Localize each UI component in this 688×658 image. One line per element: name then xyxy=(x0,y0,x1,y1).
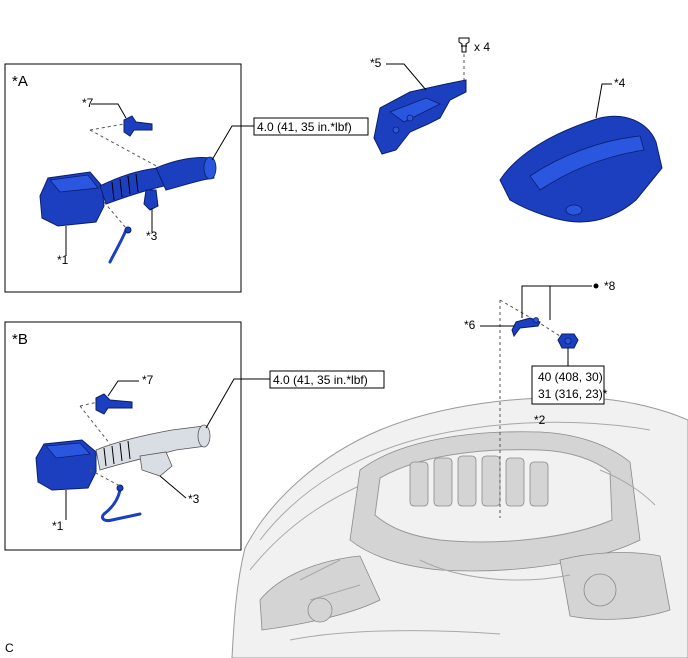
breather-hose-b xyxy=(100,488,142,522)
panel-a-label-3: *3 xyxy=(146,229,158,243)
panel-a: *A *7 *1 *3 4.0 (41, 35 in.*lb xyxy=(4,63,369,293)
label-part5: *5 xyxy=(370,56,382,70)
resonator-b xyxy=(139,451,173,477)
label-part2: *2 xyxy=(534,413,546,427)
cover-part4: *4 xyxy=(499,76,663,223)
panel-a-torque: 4.0 (41, 35 in.*lbf) xyxy=(257,120,352,134)
panel-b-label-7: *7 xyxy=(142,373,154,387)
engine-bay-illustration xyxy=(231,396,688,658)
bellows-ridges-b xyxy=(103,440,131,467)
breather-hose-a xyxy=(108,228,128,264)
panel-b: *B *7 *1 *3 4.0 (41, 35 in.*lbf) xyxy=(4,321,385,551)
nut-icon xyxy=(557,333,579,349)
label-part8: *8 xyxy=(604,279,616,293)
panel-a-label-7: *7 xyxy=(82,96,94,110)
part6-bracket xyxy=(511,317,541,338)
mark-dot-icon xyxy=(593,283,599,289)
panel-b-label-3: *3 xyxy=(188,492,200,506)
engine-cover-side xyxy=(373,79,467,155)
clip-icon xyxy=(458,37,470,53)
panel-a-frame xyxy=(4,63,242,293)
bolt-torque-box xyxy=(531,365,605,405)
clip-part7-a xyxy=(123,115,153,137)
engine-cover-top xyxy=(499,115,663,223)
air-intake-tube-a xyxy=(155,157,215,191)
panel-a-label-1: *1 xyxy=(57,253,69,267)
bolt-group: *8 *6 40 (408, 30) 31 (316, 23)* *2 xyxy=(464,279,616,518)
cover-part5: x 4 *5 xyxy=(370,37,490,155)
label-part4: *4 xyxy=(614,76,626,90)
clip-count: x 4 xyxy=(474,40,490,54)
bellows-ridges-a xyxy=(111,173,139,201)
bolt-torque-line1: 40 (408, 30) xyxy=(538,370,603,384)
label-part6: *6 xyxy=(464,318,476,332)
panel-b-title: *B xyxy=(12,331,28,348)
panel-a-title: *A xyxy=(12,73,28,90)
panel-b-torque: 4.0 (41, 35 in.*lbf) xyxy=(273,373,368,387)
bolt-torque-line2: 31 (316, 23)* xyxy=(538,387,608,401)
hose-clamp-bracket-a xyxy=(143,189,159,211)
panel-b-frame xyxy=(4,321,242,551)
corner-code: C xyxy=(5,641,14,655)
clip-part7-b xyxy=(95,393,133,415)
panel-b-label-1: *1 xyxy=(52,519,64,533)
